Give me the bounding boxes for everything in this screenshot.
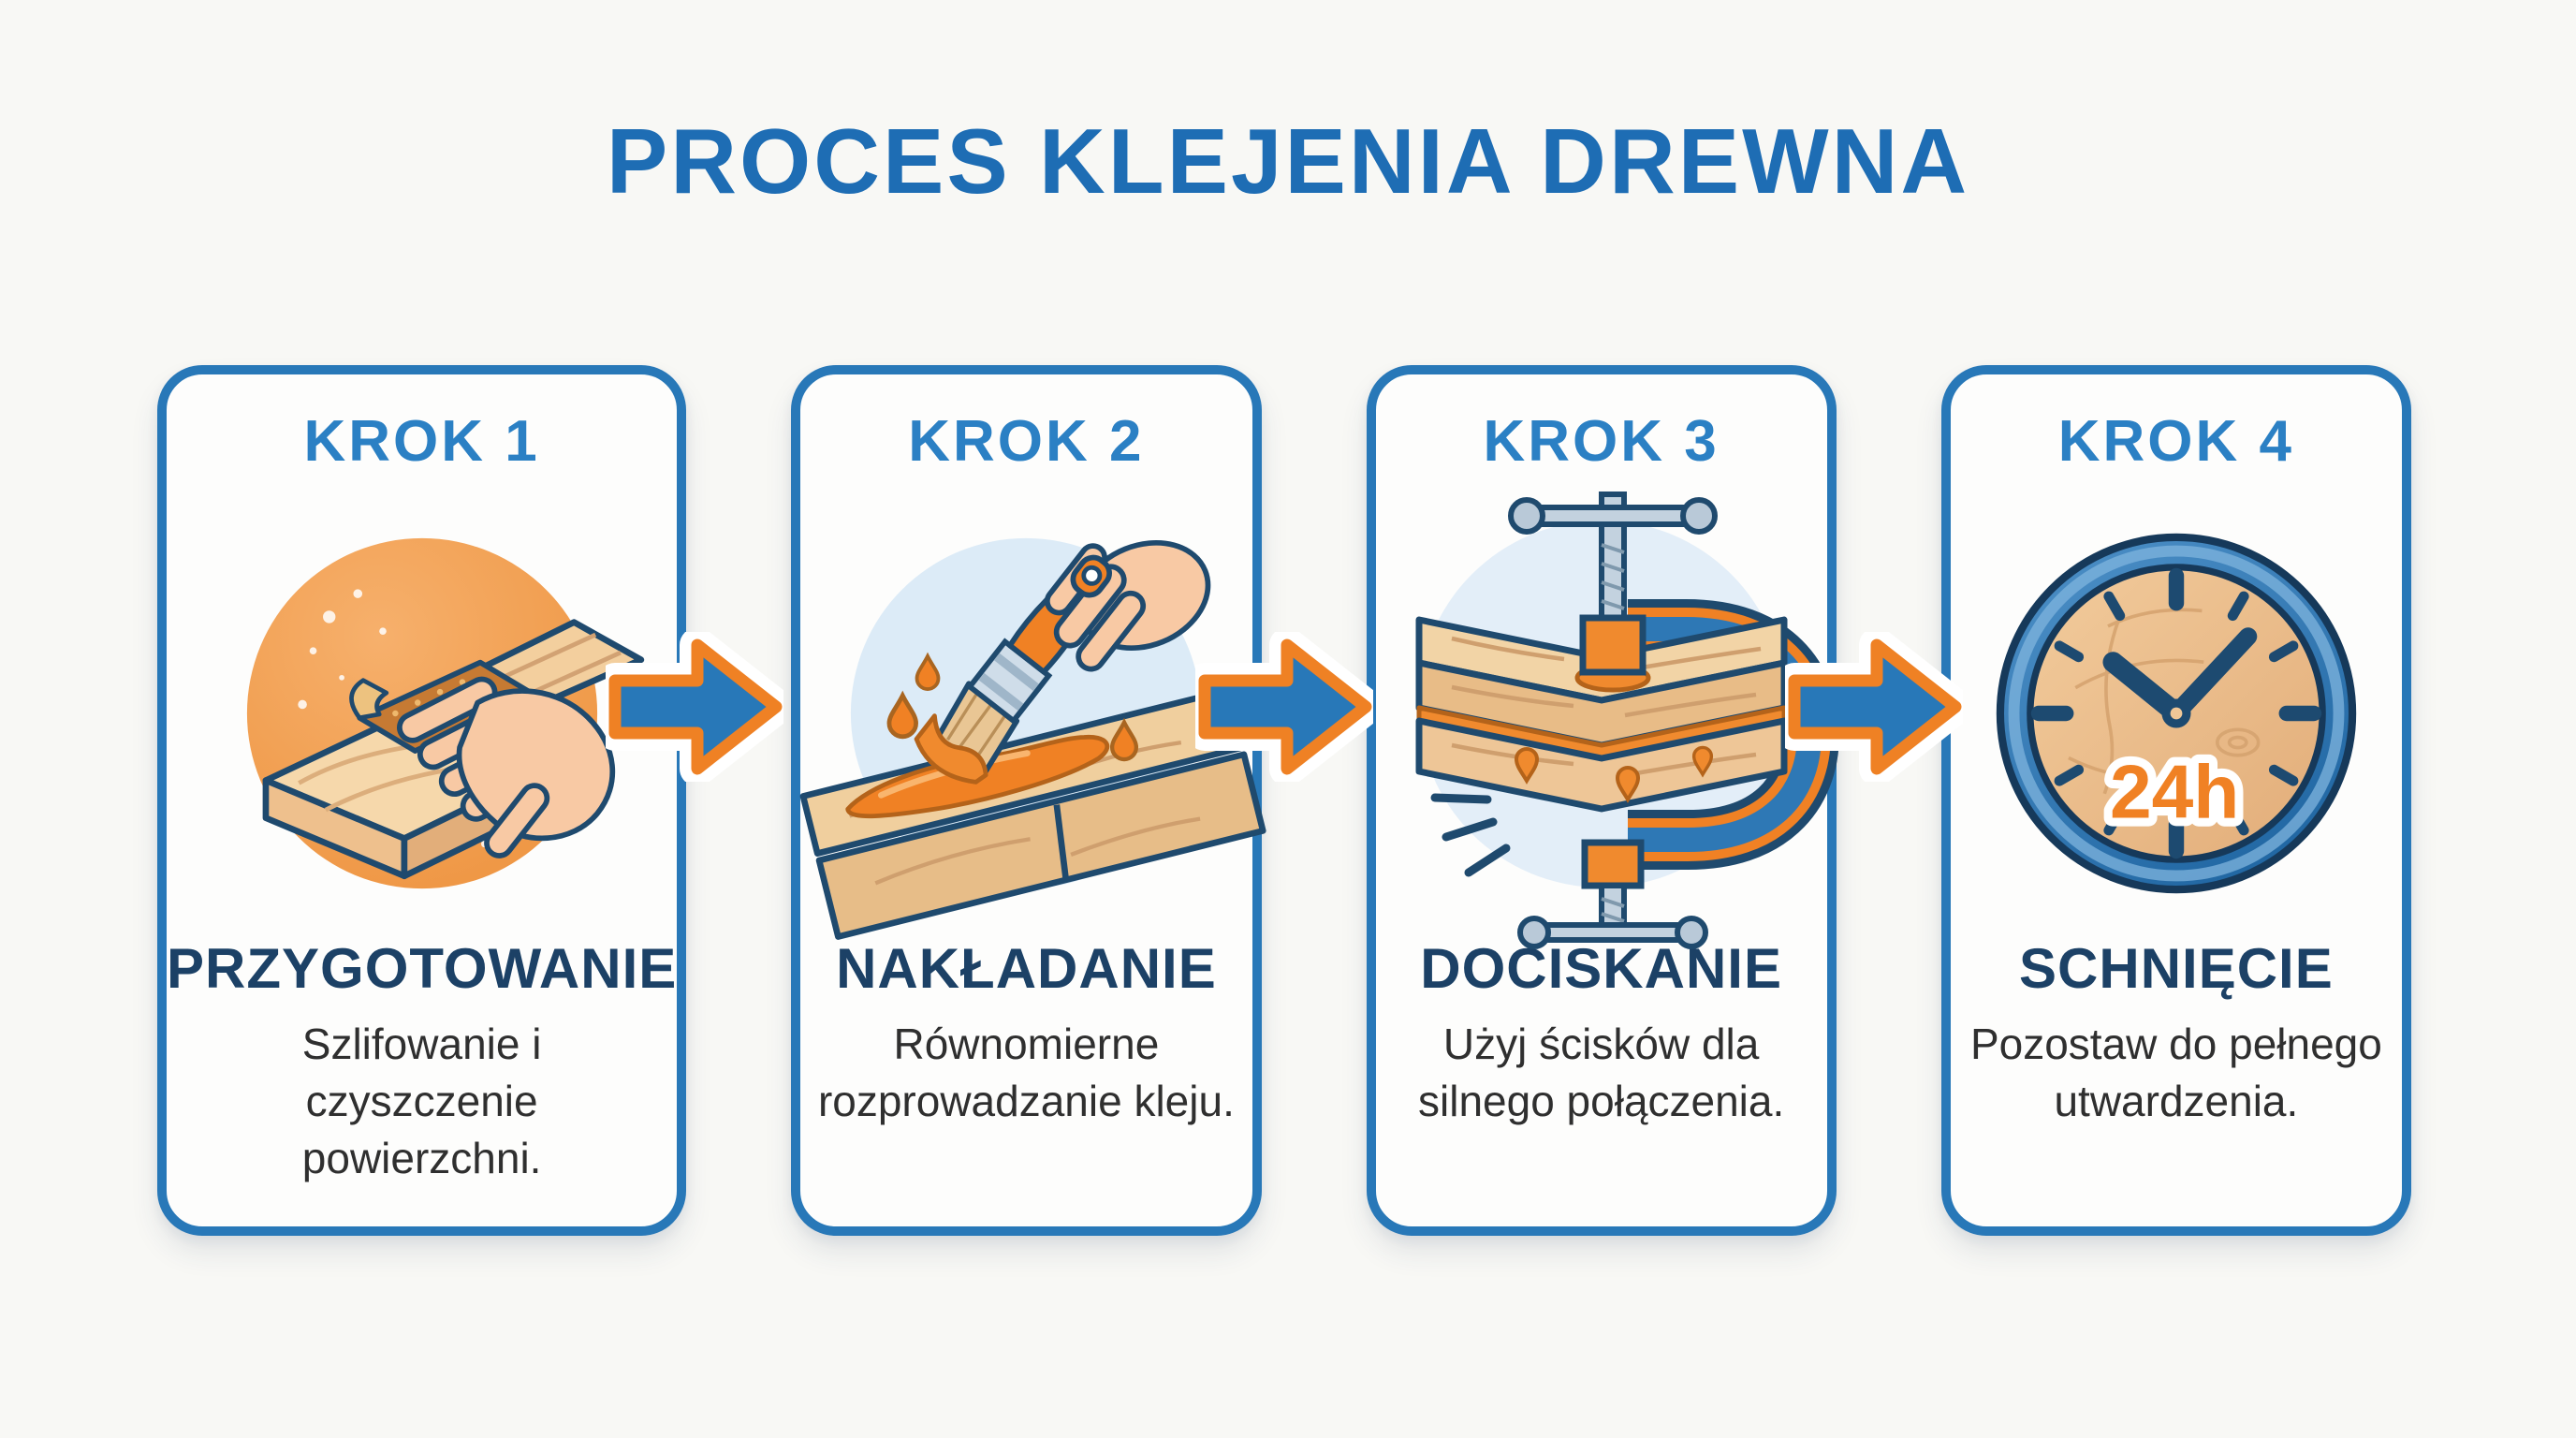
step-number-2: KROK 2 xyxy=(908,409,1145,474)
step-description-3: Użyj ścisków dla silnego połączenia. xyxy=(1418,1020,1785,1125)
arrow-right-icon xyxy=(606,632,783,782)
step-number-3: KROK 3 xyxy=(1483,409,1720,474)
arrow-right-icon xyxy=(1195,632,1373,782)
step-card-1: KROK 1 xyxy=(157,365,687,1236)
step-description-2: Równomierne rozprowadzanie kleju. xyxy=(817,1020,1235,1125)
clamp-icon xyxy=(1415,492,1839,950)
step-illustration-4: 24h xyxy=(1961,517,2392,910)
arrow-right-icon xyxy=(1785,632,1963,782)
clock-24h-label: 24h xyxy=(2110,751,2239,835)
step-illustration-1 xyxy=(207,517,644,910)
step-title-2: NAKŁADANIE xyxy=(836,937,1217,1001)
glue-brush-icon xyxy=(800,538,1266,941)
step-card-4: KROK 4 xyxy=(1940,365,2412,1236)
step-card-2: KROK 2 xyxy=(791,365,1266,1236)
steps-row: KROK 1 xyxy=(157,365,2412,1236)
step-illustration-3 xyxy=(1386,492,1839,950)
step-card-3: KROK 3 xyxy=(1366,365,1839,1236)
step-title-1: PRZYGOTOWANIE xyxy=(167,937,678,1001)
step-title-4: SCHNIĘCIE xyxy=(2019,937,2334,1001)
step-description-1: Szlifowanie i czyszczenie powierzchni. xyxy=(301,1020,542,1182)
step-number-1: KROK 1 xyxy=(303,409,540,474)
step-illustration-2 xyxy=(800,517,1266,941)
clock-24h-icon: 24h xyxy=(1996,533,2357,894)
sanding-hand-icon xyxy=(246,538,644,889)
page-title: PROCES KLEJENIA DREWNA xyxy=(606,110,1970,213)
step-title-3: DOCISKANIE xyxy=(1420,937,1782,1001)
step-number-4: KROK 4 xyxy=(2057,409,2295,474)
step-description-4: Pozostaw do pełnego utwardzenia. xyxy=(1969,1020,2382,1125)
